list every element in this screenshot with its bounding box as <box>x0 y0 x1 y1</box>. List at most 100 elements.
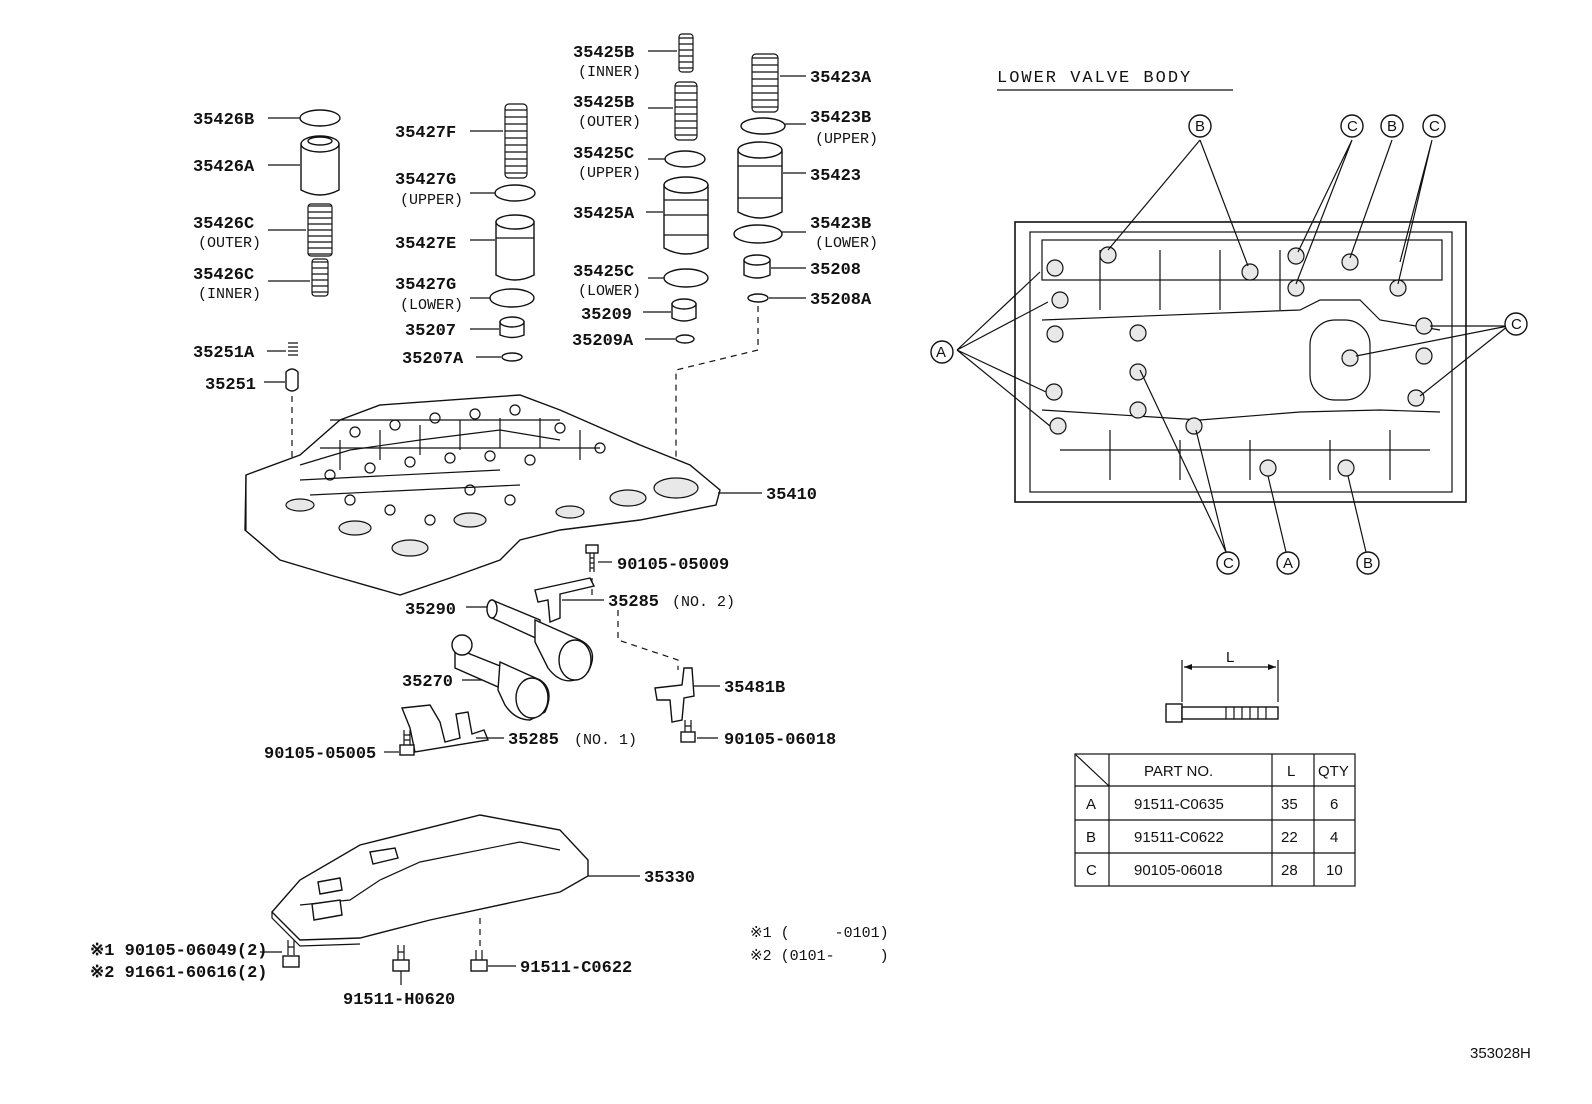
label-35423: 35423 <box>810 167 861 186</box>
part-35425A-sleeve <box>646 176 709 255</box>
part-35209A-oring <box>645 334 695 344</box>
bracket-35285-no1 <box>401 704 504 753</box>
label-90105-06018: 90105-06018 <box>724 731 836 750</box>
label-35410: 35410 <box>766 486 817 505</box>
callout-B-1: B <box>1188 114 1212 138</box>
dimension-L-label: L <box>1226 649 1234 666</box>
label-35427G-lower-sub: (LOWER) <box>400 297 463 314</box>
svg-text:C: C <box>1511 316 1522 333</box>
part-35423B-lower-oring <box>733 224 806 244</box>
note-2: ※2 (0101- ) <box>750 948 889 965</box>
label-35426C-outer: 35426C <box>193 215 254 234</box>
bolt-strainer-left <box>260 940 300 968</box>
callout-C-1: C <box>1340 114 1364 138</box>
table-row-c-qty: 10 <box>1326 862 1343 879</box>
label-35425C-upper: 35425C <box>573 145 634 164</box>
label-35285-no1: 35285 <box>508 731 559 750</box>
callout-C-2: C <box>1422 114 1446 138</box>
bolt-dimension-drawing <box>1165 660 1279 723</box>
part-35423A-spring <box>751 53 806 113</box>
callout-B-bottom: B <box>1356 551 1380 575</box>
table-row-a-length: 35 <box>1281 796 1298 813</box>
part-35209-plug <box>643 298 697 322</box>
table-header-l: L <box>1287 763 1295 780</box>
svg-text:C: C <box>1429 118 1440 135</box>
part-35425C-lower-oring <box>648 268 709 288</box>
callout-C-bottom: C <box>1216 551 1240 575</box>
label-35207: 35207 <box>405 322 456 341</box>
svg-text:B: B <box>1387 118 1397 135</box>
bolt-90105-06018 <box>680 720 718 743</box>
label-35481B: 35481B <box>724 679 785 698</box>
label-35423B-upper-sub: (UPPER) <box>815 131 878 148</box>
part-35207A-oring <box>476 352 523 362</box>
label-35207A: 35207A <box>402 350 464 369</box>
table-header-part-no: PART NO. <box>1144 763 1213 780</box>
part-35427G-upper-oring <box>470 184 536 202</box>
part-35426C-outer-spring <box>268 203 333 257</box>
bracket-35285-no2 <box>534 577 604 623</box>
part-35207-plug <box>470 316 525 339</box>
label-35426B: 35426B <box>193 111 254 130</box>
svg-text:C: C <box>1223 555 1234 572</box>
label-35251A: 35251A <box>193 344 255 363</box>
table-row-a-key: A <box>1086 796 1096 813</box>
part-35251-ball <box>264 368 299 460</box>
callout-B-2: B <box>1380 114 1404 138</box>
table-row-a-part: 91511-C0635 <box>1134 796 1224 813</box>
bolt-90105-05005 <box>384 730 415 756</box>
label-35426C-inner: 35426C <box>193 266 254 285</box>
label-35425C-lower: 35425C <box>573 263 634 282</box>
note-1: ※1 ( -0101) <box>750 925 889 942</box>
svg-text:B: B <box>1195 118 1205 135</box>
callout-C-right: C <box>1504 312 1528 336</box>
label-35425A: 35425A <box>573 205 635 224</box>
svg-text:A: A <box>936 344 946 361</box>
part-35425B-inner-spring <box>648 33 694 73</box>
table-row-b-part: 91511-C0622 <box>1134 829 1224 846</box>
label-35425C-lower-sub: (LOWER) <box>578 283 641 300</box>
label-35427G-lower: 35427G <box>395 276 456 295</box>
svg-text:A: A <box>1283 555 1293 572</box>
label-35425B-outer-sub: (OUTER) <box>578 114 641 131</box>
label-35426C-inner-sub: (INNER) <box>198 286 261 303</box>
label-35425B-outer: 35425B <box>573 94 634 113</box>
label-note2-bolt: ※2 91661-60616(2) <box>90 964 267 983</box>
label-35208: 35208 <box>810 261 861 280</box>
table-header-qty: QTY <box>1318 763 1349 780</box>
label-35290: 35290 <box>405 601 456 620</box>
svg-text:C: C <box>1347 118 1358 135</box>
bolt-91511-C0622 <box>470 918 516 972</box>
solenoid-35270 <box>451 634 550 721</box>
label-35208A: 35208A <box>810 291 872 310</box>
lower-valve-body-title: LOWER VALVE BODY <box>997 69 1192 88</box>
label-35251: 35251 <box>205 376 256 395</box>
part-35425B-outer-spring <box>648 81 698 141</box>
label-35427G-upper: 35427G <box>395 171 456 190</box>
label-35285-no1-sub: (NO. 1) <box>574 732 637 749</box>
part-35426C-inner-spring <box>268 258 329 297</box>
bracket-35481B <box>654 667 720 723</box>
label-note1-bolt: ※1 90105-06049(2) <box>90 942 267 961</box>
label-91511-H0620: 91511-H0620 <box>343 991 455 1010</box>
label-35423A: 35423A <box>810 69 872 88</box>
label-35423B-upper: 35423B <box>810 109 871 128</box>
label-35285-no2: 35285 <box>608 593 659 612</box>
label-35427F: 35427F <box>395 124 456 143</box>
label-35285-no2-sub: (NO. 2) <box>672 594 735 611</box>
label-35425B-inner: 35425B <box>573 44 634 63</box>
part-35251A-spring <box>267 342 298 356</box>
table-row-b-length: 22 <box>1281 829 1298 846</box>
part-35425C-upper-oring <box>648 150 706 168</box>
label-35330: 35330 <box>644 869 695 888</box>
part-35427G-lower-oring <box>470 288 535 308</box>
label-35425B-inner-sub: (INNER) <box>578 64 641 81</box>
table-row-c-length: 28 <box>1281 862 1298 879</box>
label-90105-05009: 90105-05009 <box>617 556 729 575</box>
callout-A-left: A <box>930 340 954 364</box>
diagram-code: 353028H <box>1470 1045 1531 1062</box>
label-35426A: 35426A <box>193 158 255 177</box>
part-35426A-sleeve <box>268 135 340 196</box>
part-35423B-upper-oring <box>740 117 806 135</box>
